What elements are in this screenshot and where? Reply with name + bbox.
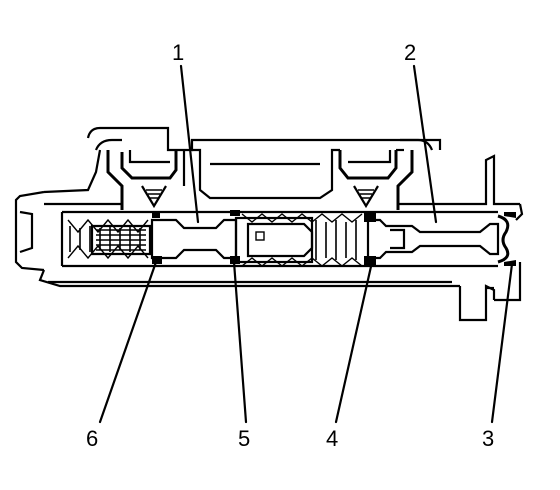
primary-seal-4 [364, 256, 376, 266]
callout-6: 6 [86, 426, 98, 451]
callout-5: 5 [238, 426, 250, 451]
primary-piston [364, 212, 516, 266]
reservoir-port-secondary [353, 185, 379, 209]
secondary-spring [67, 218, 152, 260]
primary-piston-seal-5 [230, 256, 240, 264]
leader-6 [98, 260, 158, 424]
primary-spring-assembly [230, 210, 363, 267]
secondary-seal-6 [152, 256, 162, 264]
reservoir [86, 126, 442, 210]
callout-4: 4 [326, 426, 338, 451]
leader-4 [334, 260, 374, 424]
leader-2 [412, 64, 438, 224]
reservoir-port-primary [141, 185, 167, 209]
callouts: 1 2 3 4 5 6 [86, 40, 494, 451]
callout-2: 2 [404, 40, 416, 65]
leader-lines [98, 64, 514, 424]
leader-1 [179, 64, 200, 224]
secondary-piston [150, 212, 238, 264]
leader-3 [490, 262, 514, 424]
cylinder-body [14, 149, 524, 322]
leader-5 [232, 260, 248, 424]
callout-1: 1 [172, 40, 184, 65]
callout-3: 3 [482, 426, 494, 451]
cylinder-bore [60, 210, 498, 268]
